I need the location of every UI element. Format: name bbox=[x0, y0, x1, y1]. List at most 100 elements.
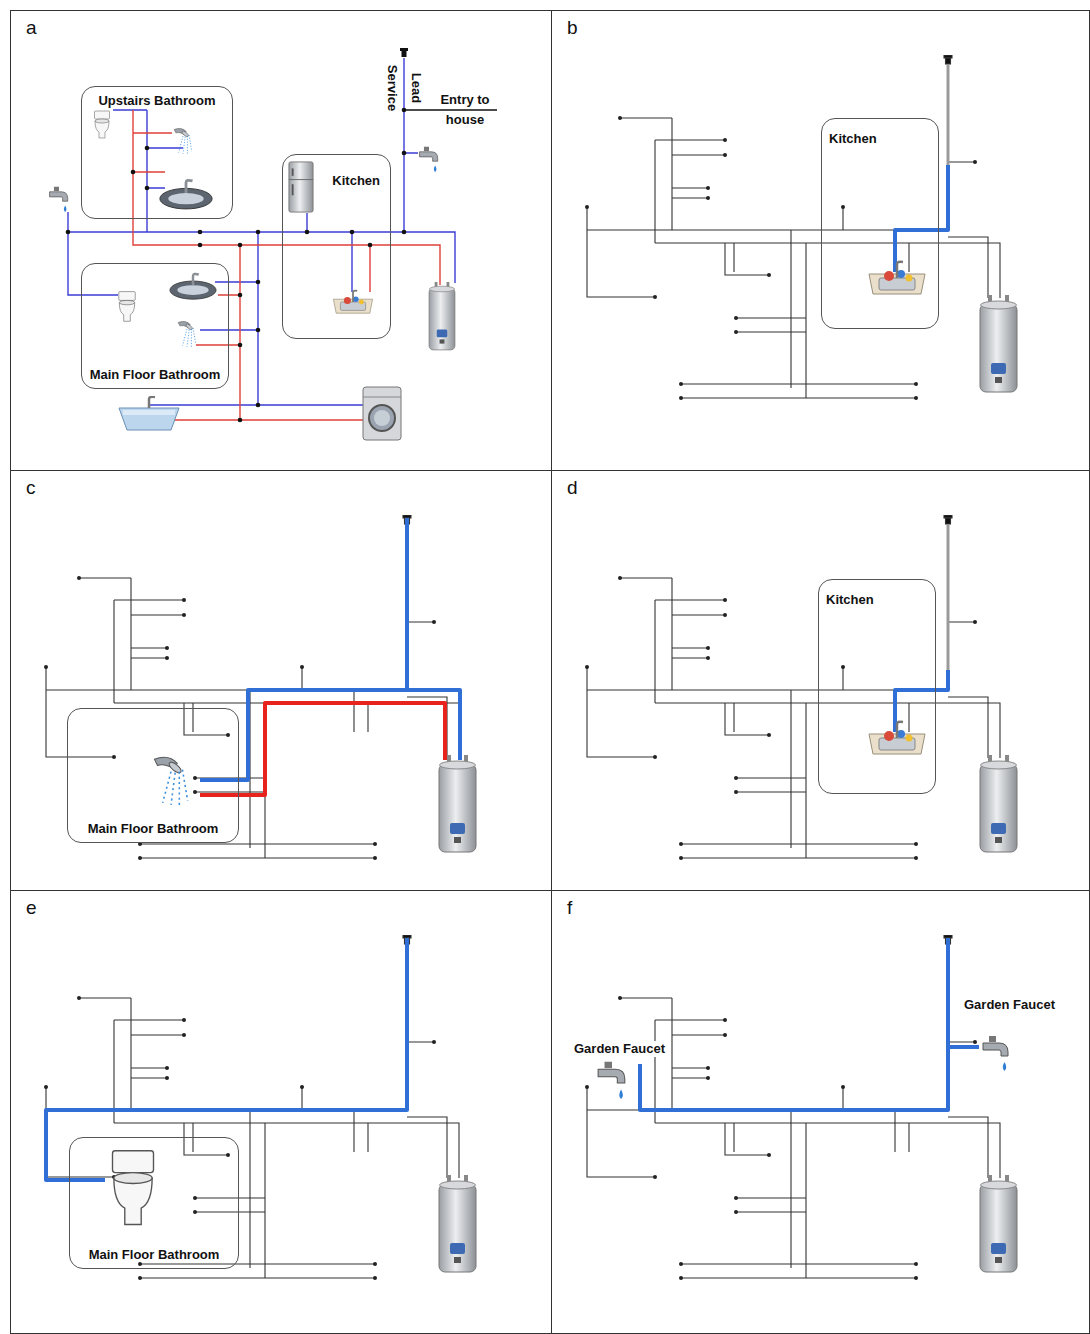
plumbing-network bbox=[983, 1036, 1008, 1071]
service-label: Lead Service bbox=[380, 60, 428, 116]
plumbing-network bbox=[368, 243, 373, 248]
plumbing-network bbox=[439, 1175, 476, 1272]
plumbing-network bbox=[66, 108, 407, 423]
plumbing-network bbox=[238, 293, 243, 298]
room-box: Upstairs Bathroom bbox=[81, 86, 233, 219]
plumbing-network bbox=[980, 755, 1017, 852]
figure-panel: cMain Floor Bathroom bbox=[10, 470, 552, 891]
plumbing-network bbox=[947, 65, 950, 165]
plumbing-network bbox=[256, 403, 261, 408]
plumbing-network bbox=[68, 58, 455, 405]
panel-letter: c bbox=[26, 477, 36, 499]
plumbing-network bbox=[980, 1175, 1017, 1272]
room-name: Upstairs Bathroom bbox=[96, 93, 217, 108]
plumbing-network bbox=[113, 1151, 154, 1225]
figure-panel: dKitchen bbox=[551, 470, 1090, 891]
plumbing-network bbox=[429, 282, 455, 350]
room-name: Main Floor Bathroom bbox=[88, 367, 223, 382]
faucet-label: Garden Faucet bbox=[572, 1041, 667, 1057]
plumbing-network bbox=[68, 58, 455, 405]
plumbing-network bbox=[585, 515, 1017, 860]
plumbing-network bbox=[598, 1062, 625, 1099]
room-box: Kitchen bbox=[282, 154, 391, 339]
room-box: Main Floor Bathroom bbox=[67, 708, 239, 843]
figure-panel: f bbox=[551, 890, 1090, 1334]
plumbing-network bbox=[44, 515, 459, 860]
panel-letter: e bbox=[26, 897, 37, 919]
plumbing-network bbox=[198, 243, 203, 248]
plumbing-network bbox=[170, 274, 216, 299]
panel-letter: a bbox=[26, 17, 37, 39]
room-name: Kitchen bbox=[330, 173, 382, 188]
plumbing-network bbox=[363, 387, 401, 440]
plumbing-network bbox=[200, 518, 460, 780]
plumbing-network bbox=[238, 243, 243, 248]
plumbing-network bbox=[178, 321, 196, 346]
plumbing-network bbox=[200, 703, 445, 795]
panel-letter: d bbox=[567, 477, 578, 499]
plumbing-network bbox=[256, 230, 261, 235]
plumbing-network bbox=[402, 230, 407, 235]
figure-panel: bKitchen bbox=[551, 10, 1090, 471]
plumbing-network bbox=[95, 111, 110, 138]
plumbing-network bbox=[154, 757, 187, 805]
plumbing-network bbox=[238, 418, 243, 423]
plumbing-network bbox=[305, 230, 310, 235]
plumbing-network bbox=[145, 186, 150, 191]
plumbing-network bbox=[585, 515, 1000, 860]
plumbing-network bbox=[174, 128, 192, 153]
plumbing-network bbox=[420, 147, 438, 172]
figure-panel: eMain Floor Bathroom bbox=[10, 890, 552, 1334]
plumbing-network bbox=[160, 180, 212, 209]
plumbing-network bbox=[289, 162, 313, 212]
plumbing-network bbox=[50, 48, 497, 440]
plumbing-network bbox=[119, 292, 136, 322]
room-box: Kitchen bbox=[818, 579, 936, 794]
plumbing-network bbox=[256, 328, 261, 333]
plumbing-network bbox=[404, 109, 497, 110]
plumbing-network bbox=[198, 230, 203, 235]
room-name: Main Floor Bathroom bbox=[86, 821, 221, 836]
plumbing-network bbox=[66, 230, 71, 235]
room-name: Main Floor Bathroom bbox=[87, 1247, 222, 1262]
plumbing-network bbox=[44, 935, 476, 1280]
plumbing-network bbox=[400, 48, 408, 57]
plumbing-network bbox=[895, 670, 948, 732]
plumbing-network bbox=[895, 165, 948, 272]
plumbing-network bbox=[980, 295, 1017, 392]
entry-label: Entry to house bbox=[434, 90, 496, 130]
plumbing-network bbox=[238, 343, 243, 348]
plumbing-network bbox=[585, 935, 1000, 1280]
plumbing-network bbox=[585, 55, 1000, 400]
plumbing-network bbox=[44, 515, 476, 860]
plumbing-network bbox=[439, 755, 476, 852]
plumbing-network bbox=[256, 280, 261, 285]
plumbing-network bbox=[869, 262, 925, 294]
plumbing-network bbox=[585, 55, 1017, 400]
faucet-label: Garden Faucet bbox=[962, 997, 1057, 1013]
plumbing-network bbox=[869, 722, 925, 754]
room-name: Kitchen bbox=[827, 131, 879, 146]
plumbing-network bbox=[46, 938, 407, 1180]
plumbing-network bbox=[585, 935, 1017, 1280]
room-box: Kitchen bbox=[821, 118, 939, 329]
room-box: Main Floor Bathroom bbox=[81, 263, 230, 389]
room-box: Main Floor Bathroom bbox=[69, 1137, 239, 1269]
plumbing-network bbox=[402, 151, 407, 156]
room-name: Kitchen bbox=[824, 592, 876, 607]
figure-panel: aUpstairs BathroomKitchenMain Floor Bath… bbox=[10, 10, 552, 471]
plumbing-network bbox=[145, 146, 150, 151]
plumbing-network bbox=[350, 230, 355, 235]
plumbing-network bbox=[119, 397, 179, 430]
plumbing-network bbox=[640, 938, 979, 1110]
plumbing-network bbox=[44, 935, 459, 1280]
plumbing-network bbox=[50, 187, 68, 212]
plumbing-network bbox=[333, 291, 372, 314]
panel-letter: b bbox=[567, 17, 578, 39]
plumbing-network bbox=[131, 170, 136, 175]
panel-letter: f bbox=[567, 897, 572, 919]
plumbing-network bbox=[947, 525, 950, 670]
plumbing-network bbox=[402, 108, 407, 113]
